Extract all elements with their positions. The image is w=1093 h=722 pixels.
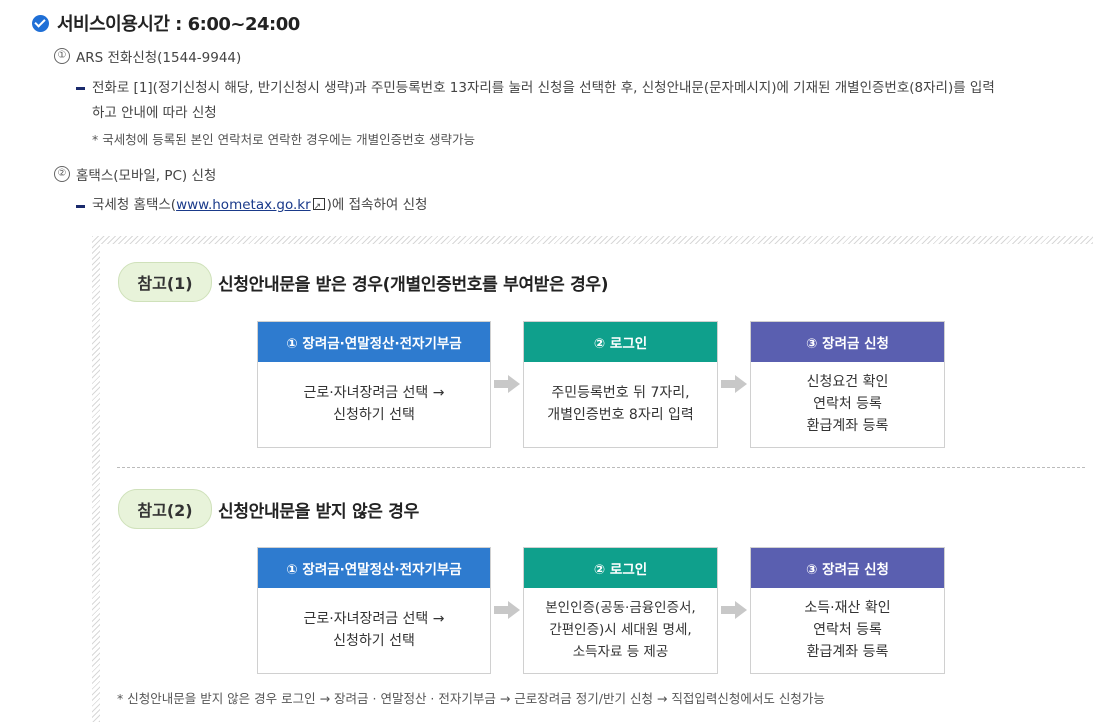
step-line: 연락처 등록	[813, 396, 882, 412]
external-link-icon[interactable]	[312, 195, 325, 220]
step-header: ① 장려금·연말정산·전자기부금	[258, 548, 490, 588]
number-badge: ①	[54, 48, 70, 64]
method-ars-note: * 국세청에 등록된 본인 연락처로 연락한 경우에는 개별인증번호 생략가능	[92, 132, 476, 147]
ref2-step-1: ① 장려금·연말정산·전자기부금 근로·자녀장려금 선택 → 신청하기 선택	[257, 547, 491, 674]
arrow-right-icon	[721, 601, 747, 619]
arrow-right-icon	[721, 375, 747, 393]
step-line: 연락처 등록	[813, 622, 882, 638]
bullet-icon	[76, 87, 85, 90]
ref1-step-2: ② 로그인 주민등록번호 뒤 7자리, 개별인증번호 8자리 입력	[523, 321, 718, 448]
step-line: 본인인증(공동·금융인증서,	[545, 600, 696, 616]
step-line: 신청하기 선택	[333, 407, 415, 423]
method-label: 홈택스(모바일, PC) 신청	[76, 168, 217, 184]
step-line: 신청하기 선택	[333, 633, 415, 649]
step-body: 근로·자녀장려금 선택 → 신청하기 선택	[258, 588, 490, 672]
arrow-right-icon	[494, 601, 520, 619]
hometax-link[interactable]: www.hometax.go.kr	[176, 197, 311, 213]
divider	[117, 467, 1085, 468]
step-header: ② 로그인	[524, 548, 717, 588]
ref1-step-3: ③ 장려금 신청 신청요건 확인 연락처 등록 환급계좌 등록	[750, 321, 945, 448]
method-ars: ① ARS 전화신청(1544-9944)	[54, 46, 241, 66]
step-header: ③ 장려금 신청	[751, 322, 944, 362]
step-line: 간편인증)시 세대원 명세,	[549, 622, 692, 638]
step-line: 환급계좌 등록	[806, 418, 889, 434]
reference-1-title: 신청안내문을 받은 경우(개별인증번호를 부여받은 경우)	[218, 275, 609, 295]
step-line: 환급계좌 등록	[806, 644, 889, 660]
step-line: 근로·자녀장려금 선택 →	[303, 611, 445, 627]
step-line: 개별인증번호 8자리 입력	[547, 407, 694, 423]
desc-prefix: 국세청 홈택스(	[92, 197, 177, 213]
footnote: * 신청안내문을 받지 않은 경우 로그인 → 장려금 · 연말정산 · 전자기…	[117, 691, 825, 706]
number-badge: ②	[54, 166, 70, 182]
step-line: 주민등록번호 뒤 7자리,	[551, 385, 690, 401]
step-header: ① 장려금·연말정산·전자기부금	[258, 322, 490, 362]
method-ars-desc: 전화로 [1](정기신청시 해당, 반기신청시 생략)과 주민등록번호 13자리…	[92, 80, 995, 96]
step-line: 소득·재산 확인	[804, 600, 891, 616]
bullet-icon	[76, 205, 85, 208]
ref2-step-2: ② 로그인 본인인증(공동·금융인증서, 간편인증)시 세대원 명세, 소득자료…	[523, 547, 718, 674]
step-body: 신청요건 확인 연락처 등록 환급계좌 등록	[751, 362, 944, 446]
arrow-right-icon	[494, 375, 520, 393]
reference-box-border-top	[92, 236, 1093, 244]
page-title: 서비스이용시간 : 6:00~24:00	[57, 14, 300, 35]
ref1-step-1: ① 장려금·연말정산·전자기부금 근로·자녀장려금 선택 → 신청하기 선택	[257, 321, 491, 448]
method-ars-desc-cont: 하고 안내에 따라 신청	[92, 105, 217, 121]
reference-1-pill: 참고(1)	[118, 262, 212, 302]
check-circle-icon	[32, 14, 49, 32]
ref2-step-3: ③ 장려금 신청 소득·재산 확인 연락처 등록 환급계좌 등록	[750, 547, 945, 674]
step-line: 근로·자녀장려금 선택 →	[303, 385, 445, 401]
desc-suffix: )에 접속하여 신청	[326, 197, 428, 213]
step-header: ③ 장려금 신청	[751, 548, 944, 588]
method-hometax: ② 홈택스(모바일, PC) 신청	[54, 164, 216, 184]
step-body: 본인인증(공동·금융인증서, 간편인증)시 세대원 명세, 소득자료 등 제공	[524, 588, 717, 672]
reference-2-title: 신청안내문을 받지 않은 경우	[218, 502, 419, 522]
step-header: ② 로그인	[524, 322, 717, 362]
method-label: ARS 전화신청(1544-9944)	[76, 50, 242, 66]
reference-box-border-left	[92, 236, 100, 722]
step-body: 소득·재산 확인 연락처 등록 환급계좌 등록	[751, 588, 944, 672]
step-body: 근로·자녀장려금 선택 → 신청하기 선택	[258, 362, 490, 446]
reference-2-pill: 참고(2)	[118, 489, 212, 529]
step-line: 신청요건 확인	[806, 374, 889, 390]
step-body: 주민등록번호 뒤 7자리, 개별인증번호 8자리 입력	[524, 362, 717, 446]
section-header: 서비스이용시간 : 6:00~24:00	[32, 10, 300, 36]
method-hometax-desc: 국세청 홈택스(www.hometax.go.kr )에 접속하여 신청	[92, 193, 428, 220]
step-line: 소득자료 등 제공	[572, 644, 669, 660]
